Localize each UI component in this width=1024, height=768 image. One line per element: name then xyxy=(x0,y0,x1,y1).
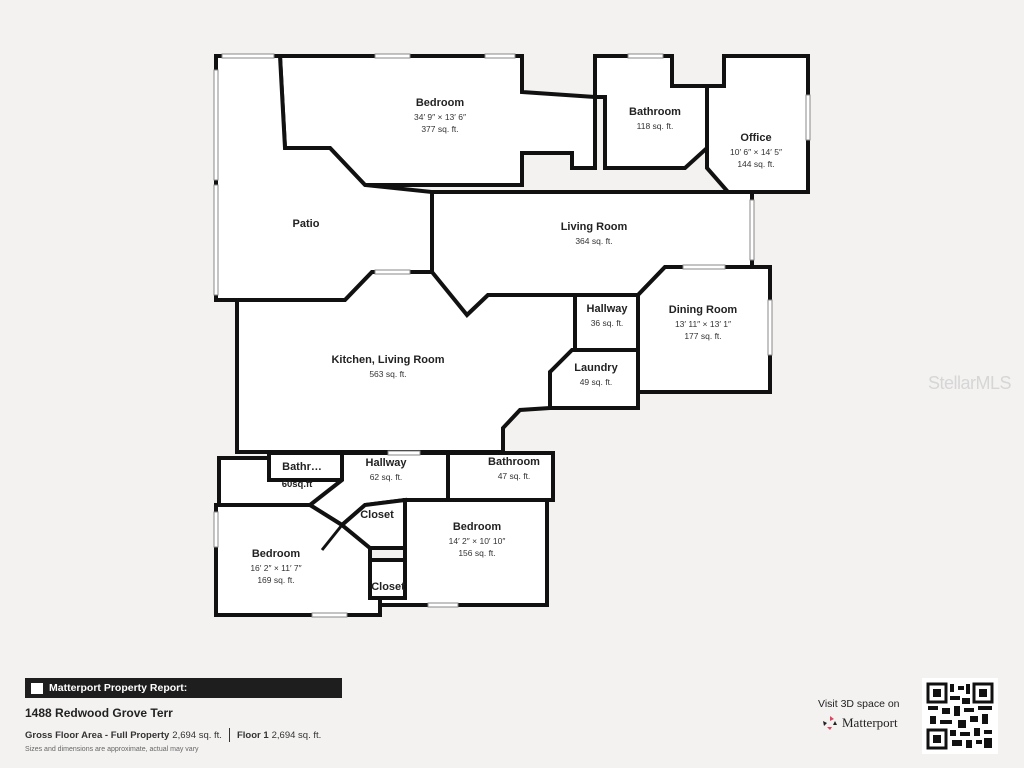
window xyxy=(749,199,755,261)
room-labels: Bedroom 34′ 9″ × 13′ 6″ 377 sq. ft. Bath… xyxy=(250,97,782,593)
room-name: Bathroom xyxy=(488,456,540,468)
room-laundry xyxy=(548,348,640,410)
window xyxy=(213,184,219,296)
window xyxy=(374,269,411,275)
room-name: Bedroom xyxy=(453,521,502,533)
room-area: 563 sq. ft. xyxy=(369,369,406,379)
room-name: Closet xyxy=(371,581,405,593)
area-summary: Gross Floor Area - Full Property 2,694 s… xyxy=(25,728,321,742)
building-chart-icon xyxy=(31,682,43,694)
room-bathroom-47 xyxy=(446,451,555,502)
room-name: Bathr… xyxy=(282,461,322,473)
matterport-icon xyxy=(823,716,837,730)
room-area: 62 sq. ft. xyxy=(370,472,403,482)
window xyxy=(311,612,348,618)
room-area: 177 sq. ft. xyxy=(684,331,721,341)
room-dims: 13′ 11″ × 13′ 1″ xyxy=(675,319,731,329)
walls xyxy=(214,54,810,617)
room-name: Closet xyxy=(360,509,394,521)
room-name: Bedroom xyxy=(416,97,465,109)
room-name: Dining Room xyxy=(669,304,738,316)
room-area: 118 sq. ft. xyxy=(637,121,674,131)
room-name: Patio xyxy=(293,218,320,230)
visit-text: Visit 3D space on xyxy=(818,698,900,710)
window xyxy=(213,511,219,548)
qr-icon xyxy=(926,682,994,750)
room-name: Bedroom xyxy=(252,548,301,560)
window xyxy=(484,53,516,59)
matterport-logo[interactable]: Matterport xyxy=(822,715,898,731)
watermark: StellarMLS xyxy=(928,373,1012,393)
floor-plan: Bedroom 34′ 9″ × 13′ 6″ 377 sq. ft. Bath… xyxy=(213,53,811,618)
door-swing xyxy=(320,524,344,551)
room-area: 47 sq. ft. xyxy=(498,471,531,481)
room-office xyxy=(705,54,810,194)
room-name: Hallway xyxy=(366,457,408,469)
floor-label: Floor 1 xyxy=(236,729,269,741)
matterport-brand: Matterport xyxy=(842,715,898,730)
room-dims: 16′ 2″ × 11′ 7″ xyxy=(250,563,301,573)
room-name: Office xyxy=(740,132,771,144)
room-name: Bathroom xyxy=(629,106,681,118)
room-name: Kitchen, Living Room xyxy=(331,354,444,366)
room-name: Living Room xyxy=(561,221,628,233)
property-address: 1488 Redwood Grove Terr xyxy=(25,706,173,720)
room-area: 144 sq. ft. xyxy=(737,159,774,169)
window xyxy=(387,450,421,456)
window xyxy=(213,69,219,181)
gross-area-value: 2,694 sq. ft. xyxy=(172,729,222,741)
gross-area-label: Gross Floor Area - Full Property xyxy=(25,729,170,741)
room-area: 156 sq. ft. xyxy=(458,548,495,558)
room-dims: 34′ 9″ × 13′ 6″ xyxy=(414,112,466,122)
room-dims: 10′ 6″ × 14′ 5″ xyxy=(730,147,782,157)
windows xyxy=(213,53,811,618)
report-title: Matterport Property Report: xyxy=(49,682,188,694)
room-area: 36 sq. ft. xyxy=(591,318,624,328)
window xyxy=(805,94,811,141)
room-closet-small xyxy=(368,558,407,600)
room-name: Hallway xyxy=(587,303,629,315)
window xyxy=(682,264,726,270)
room-name: Laundry xyxy=(574,362,618,374)
divider xyxy=(228,728,230,742)
floor-area-value: 2,694 sq. ft. xyxy=(271,729,322,741)
window xyxy=(374,53,411,59)
room-area: 169 sq. ft. xyxy=(257,575,294,585)
room-bathroom-top xyxy=(593,54,709,170)
window xyxy=(427,602,459,608)
room-area: 49 sq. ft. xyxy=(580,377,613,387)
room-area: 377 sq. ft. xyxy=(421,124,458,134)
window xyxy=(767,299,773,356)
room-dims: 14′ 2″ × 10′ 10″ xyxy=(449,536,506,546)
report-header: Matterport Property Report: xyxy=(25,678,342,698)
room-area: 364 sq. ft. xyxy=(575,236,612,246)
disclaimer: Sizes and dimensions are approximate, ac… xyxy=(25,746,199,753)
qr-code[interactable] xyxy=(922,678,998,754)
window xyxy=(221,53,275,59)
window xyxy=(627,53,664,59)
room-dining xyxy=(636,265,772,394)
room-area: 60sq.ft xyxy=(282,479,313,490)
